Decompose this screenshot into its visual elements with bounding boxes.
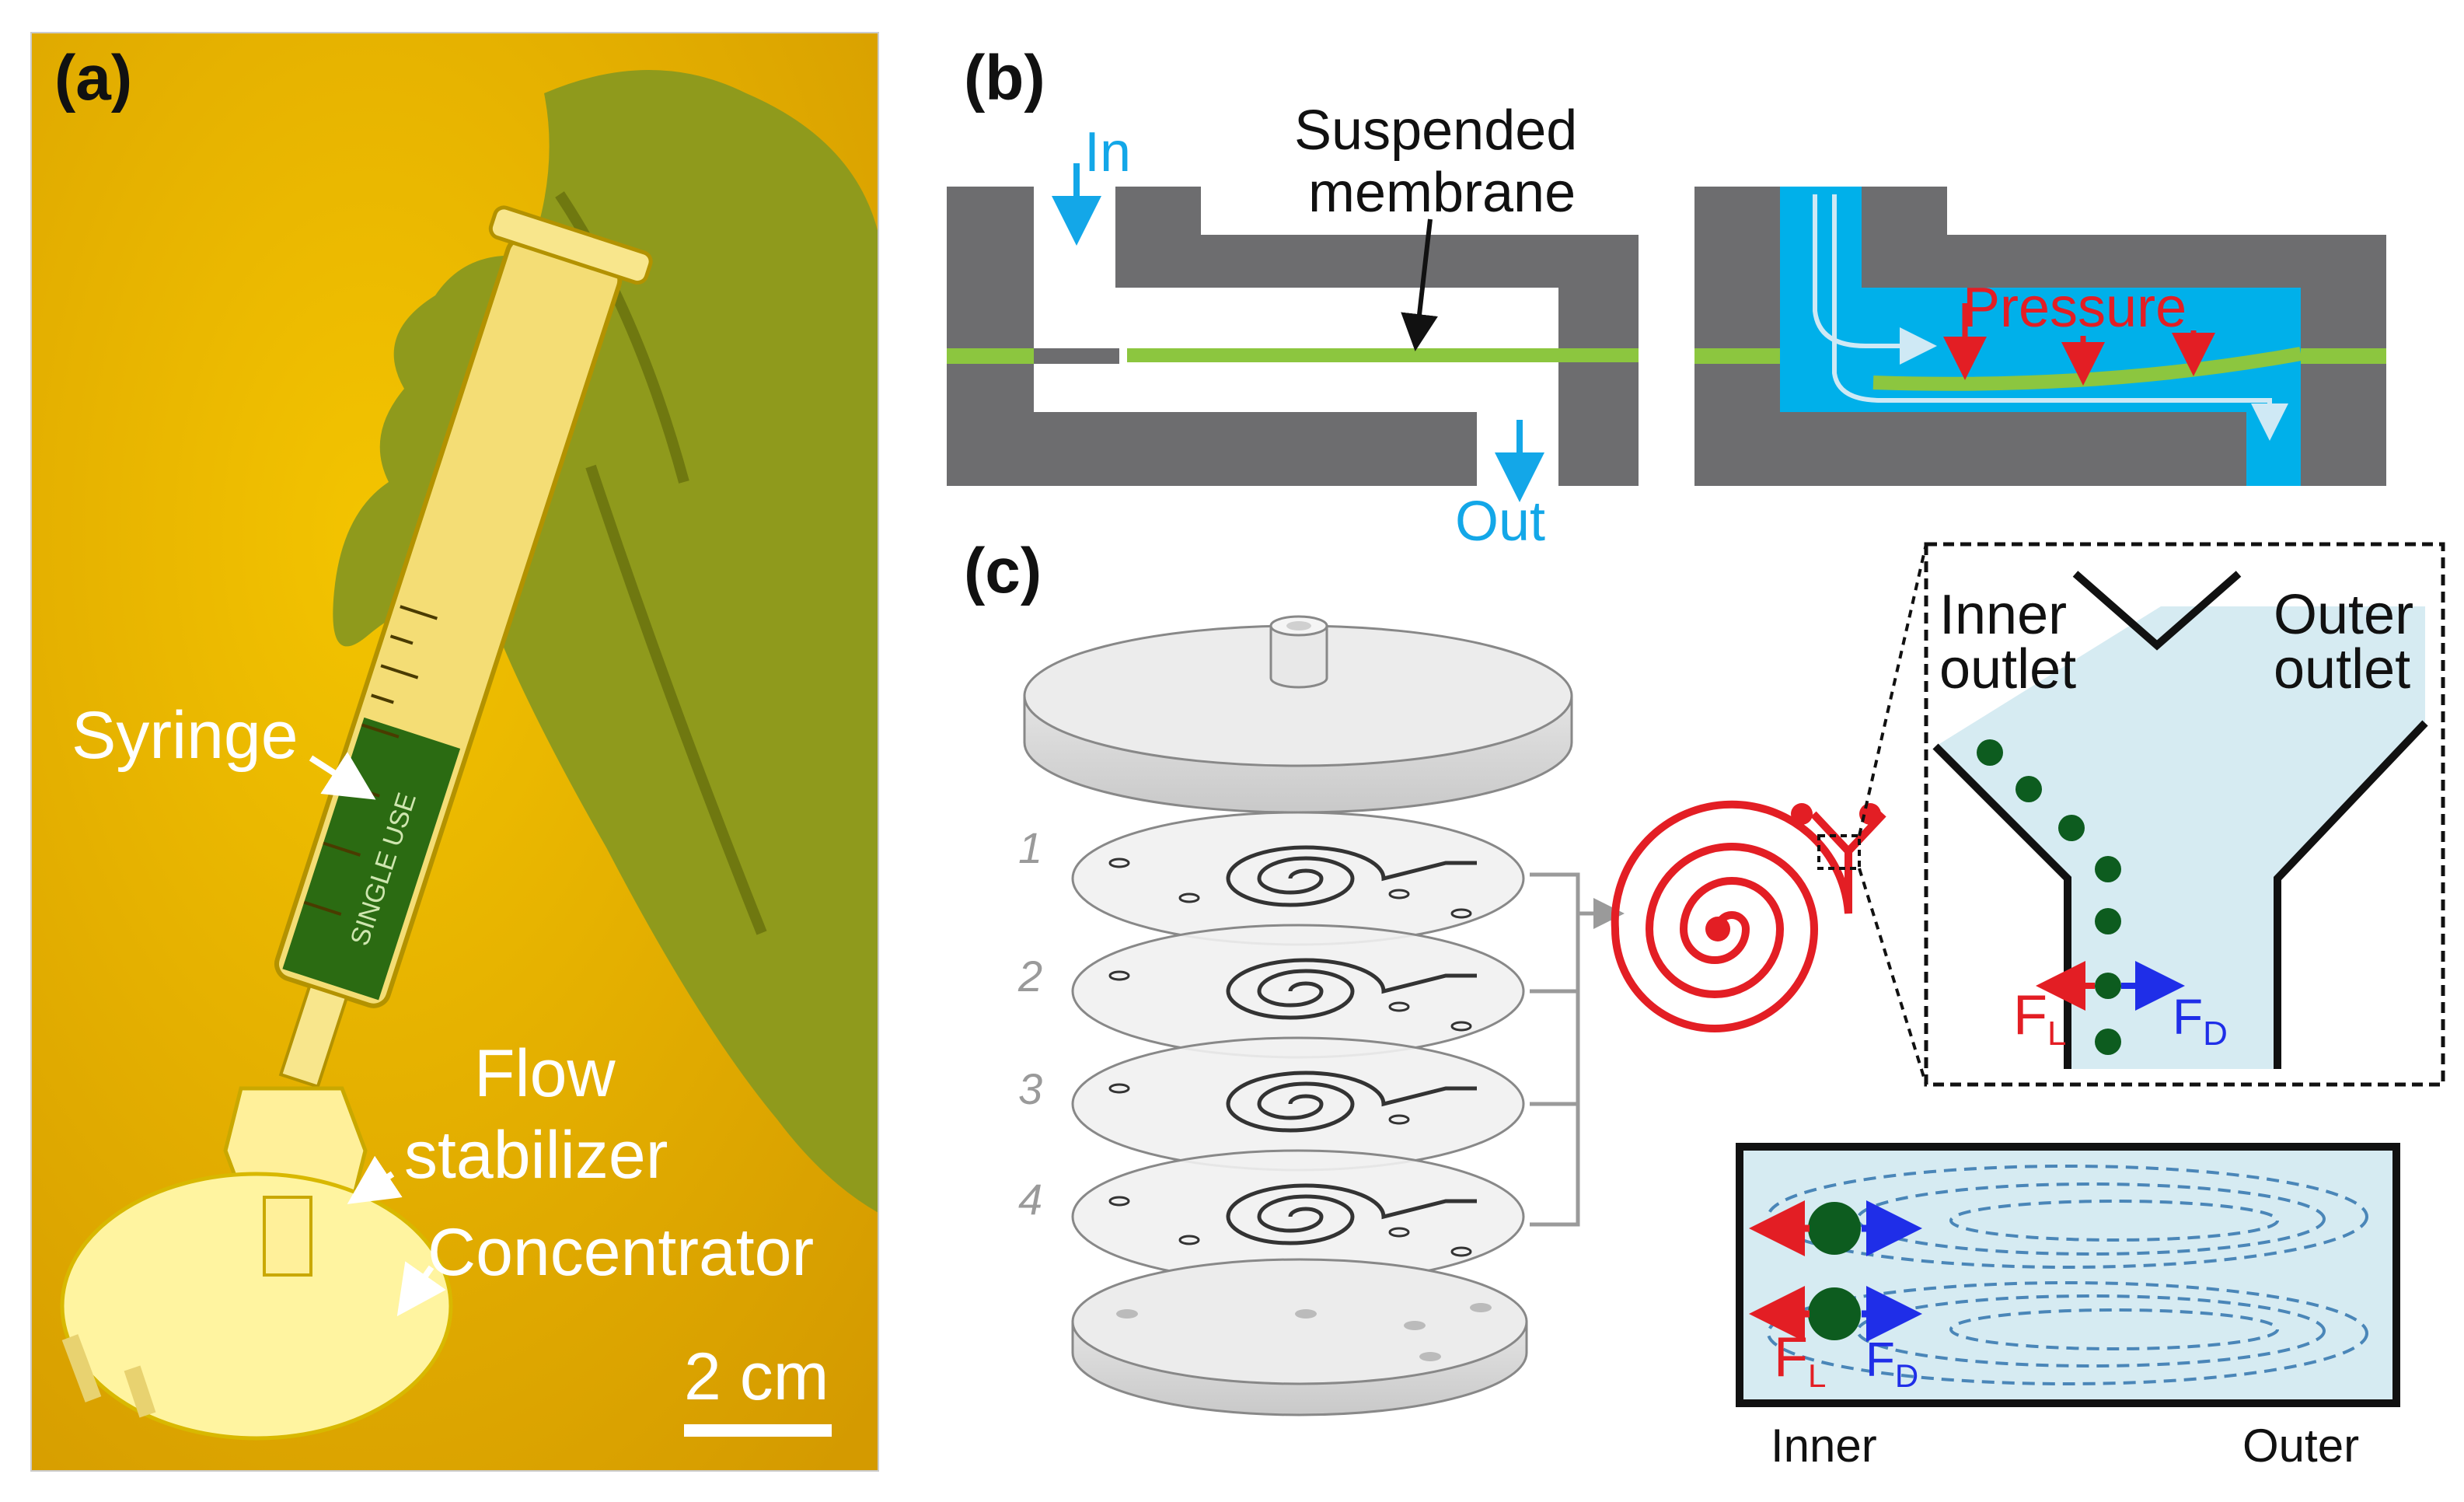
red-spiral (1611, 800, 1886, 1032)
flow-streamline-upper (1813, 194, 1937, 365)
scale-bar (684, 1424, 832, 1437)
panel-a-letter: (a) (54, 43, 132, 114)
outer-outlet-label-1: Outer (2274, 584, 2413, 646)
panel-c: (c) (964, 536, 2445, 1472)
flow-stabilizer-label-2: stabilizer (404, 1118, 668, 1193)
cross-section-inner-label: Inner (1771, 1420, 1877, 1472)
pressure-label: Pressure (1963, 277, 2187, 339)
spiral-layer-1 (1071, 811, 1525, 946)
bottom-base (1071, 1258, 1528, 1416)
layer-number-3: 3 (1018, 1064, 1042, 1113)
panel-b-letter: (b) (964, 43, 1045, 114)
channel-cross-section: FL FD (1736, 1143, 2400, 1407)
flow-streamline-lower (1832, 194, 2288, 441)
suspended-membrane (1127, 348, 1639, 362)
membrane-pointer (1401, 218, 1438, 351)
zoom-line-bottom (1858, 868, 1928, 1085)
panel-c-letter: (c) (964, 536, 1042, 606)
glove (333, 70, 878, 1213)
concentrator (60, 1172, 453, 1441)
inlet-label: In (1084, 121, 1131, 183)
zoom-lift-label: FL (2013, 984, 2066, 1053)
zoom-drag-label: FD (2173, 989, 2228, 1053)
glove-fold (555, 191, 767, 935)
top-cap (1023, 615, 1573, 814)
panel-a: SINGLE USE (a) Syringe Flow stabilizer C… (30, 32, 879, 1472)
outlet-label: Out (1455, 491, 1545, 553)
membrane-label-2: membrane (1308, 162, 1576, 224)
zoom-line-top (1858, 543, 1928, 837)
concentrator-label: Concentrator (428, 1215, 814, 1290)
panel-b: (b) In Out Suspended membrane (947, 43, 2386, 553)
concentrator-pointer (396, 1261, 446, 1317)
syringe: SINGLE USE (274, 205, 653, 1089)
syringe-label: Syringe (72, 698, 298, 773)
cs-drag-label: FD (1865, 1333, 1918, 1394)
flow-stabilizer-label-1: Flow (474, 1036, 616, 1111)
device-cross-section-empty (947, 187, 1639, 486)
outer-outlet-label-2: outlet (2274, 638, 2410, 700)
cs-lift-label: FL (1774, 1326, 1826, 1394)
device-cross-section-pressurized (1694, 187, 2386, 486)
layer-number-1: 1 (1018, 823, 1042, 872)
zoom-inset: Inner outlet Outer outlet FL FD (1924, 542, 2445, 1087)
dean-vortices (1767, 1165, 2368, 1385)
cross-section-outer-label: Outer (2242, 1420, 2359, 1472)
flow-stabilizer-pointer (347, 1155, 403, 1204)
membrane-label-1: Suspended (1294, 100, 1577, 162)
layer-number-4: 4 (1018, 1175, 1042, 1224)
syringe-pointer (309, 752, 376, 800)
scale-bar-label: 2 cm (684, 1340, 829, 1414)
layer-number-2: 2 (1017, 952, 1042, 1001)
particles (1977, 739, 2121, 1055)
layer-bracket (1530, 872, 1617, 1227)
spiral-layer-2 (1071, 924, 1525, 1059)
inner-outlet-label-1: Inner (1939, 584, 2067, 646)
inner-outlet-label-2: outlet (1939, 638, 2076, 700)
